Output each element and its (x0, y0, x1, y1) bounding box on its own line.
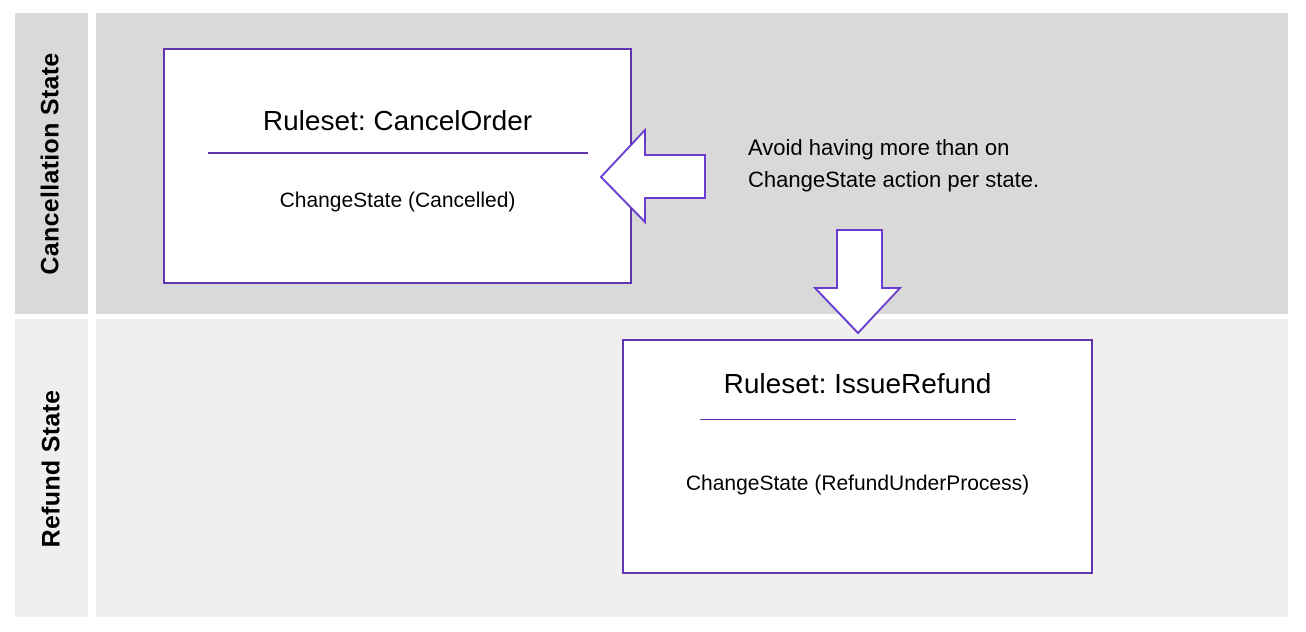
ruleset-title-issue-refund: Ruleset: IssueRefund (723, 368, 992, 399)
lane-label-refund-state: Refund State (37, 389, 65, 547)
left-block-arrow-icon (599, 127, 706, 225)
ruleset-action-change-state-refund-under-process: ChangeState (RefundUnderProcess) (685, 472, 1030, 495)
ruleset-title-cancel-order: Ruleset: CancelOrder (262, 105, 533, 136)
ruleset-divider (207, 152, 588, 154)
lane-label-cancellation-state: Cancellation State (37, 52, 65, 275)
ruleset-action-change-state-cancelled: ChangeState (Cancelled) (279, 189, 516, 212)
down-block-arrow-icon (812, 229, 903, 335)
lane-header-cancellation-state: Cancellation State (15, 13, 88, 314)
ruleset-divider (699, 419, 1016, 420)
annotation-note: Avoid having more than on ChangeState ac… (748, 135, 1040, 192)
lane-header-refund-state: Refund State (15, 319, 88, 617)
ruleset-box-issue-refund: Ruleset: IssueRefund ChangeState (Refund… (622, 339, 1093, 574)
ruleset-box-cancel-order: Ruleset: CancelOrder ChangeState (Cancel… (163, 48, 632, 284)
